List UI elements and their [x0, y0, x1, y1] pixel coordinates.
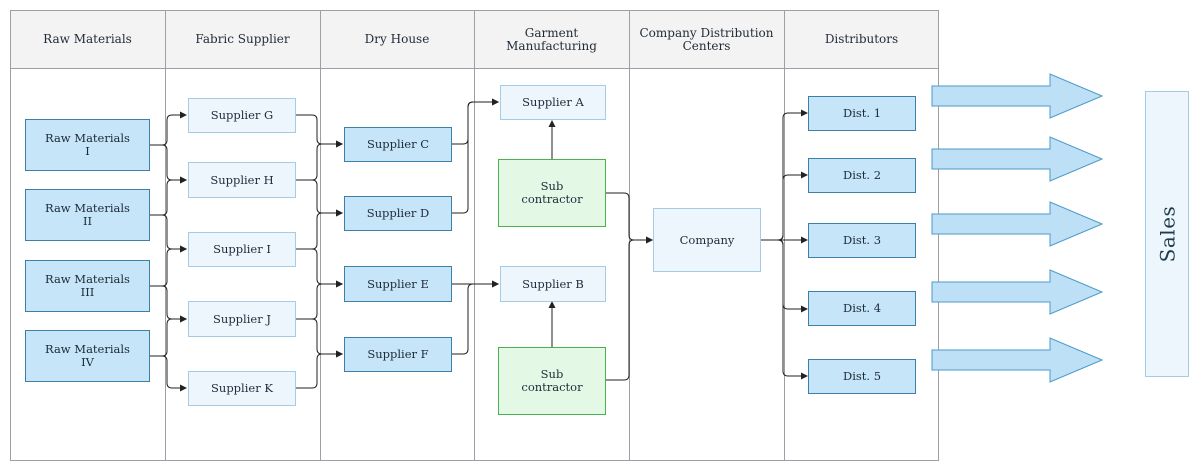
- raw-materials-numeral: III: [80, 285, 95, 299]
- company-box[interactable]: Company: [653, 208, 761, 272]
- fabric-supplier-box[interactable]: Supplier K: [188, 371, 296, 406]
- connector: [452, 98, 499, 145]
- subcontractor-label: contractor: [521, 380, 583, 394]
- garment-supplier-box[interactable]: Supplier A: [500, 85, 606, 120]
- connector: [296, 114, 343, 148]
- column-header-fabric-supplier: Fabric Supplier: [195, 32, 290, 46]
- connector: [296, 350, 343, 389]
- subcontractor-label: contractor: [521, 192, 583, 206]
- connector: [150, 176, 187, 216]
- connector: [452, 98, 499, 214]
- connector: [296, 280, 343, 320]
- raw-materials-numeral: I: [85, 144, 90, 158]
- column-header-garment-manufacturing: Garment Manufacturing: [506, 25, 597, 53]
- connector: [150, 355, 187, 392]
- raw-materials-numeral: II: [82, 214, 93, 228]
- raw-materials-label: Raw Materials: [45, 272, 130, 286]
- column-divider: [320, 10, 321, 461]
- distributor-box[interactable]: Dist. 5: [808, 359, 916, 394]
- distributor-box[interactable]: Dist. 3: [808, 223, 916, 258]
- raw-materials-label: Raw Materials: [45, 131, 130, 145]
- column-divider: [474, 10, 475, 461]
- connector: [150, 285, 187, 323]
- sales-box[interactable]: Sales: [1145, 91, 1189, 377]
- distributor-box[interactable]: Dist. 4: [808, 291, 916, 326]
- dry-house-box[interactable]: Supplier C: [344, 127, 452, 162]
- column-header-dry-house: Dry House: [364, 32, 430, 46]
- connector: [296, 140, 343, 181]
- big-arrow-icon: [931, 73, 1104, 119]
- fabric-supplier-box[interactable]: Supplier G: [188, 98, 296, 133]
- connector: [150, 144, 187, 184]
- connector: [150, 214, 187, 253]
- dry-house-box[interactable]: Supplier F: [344, 337, 452, 372]
- big-arrow-icon: [931, 201, 1104, 247]
- distributor-box[interactable]: Dist. 1: [808, 96, 916, 131]
- fabric-supplier-box[interactable]: Supplier J: [188, 301, 296, 337]
- connector: [296, 318, 343, 358]
- connector: [606, 236, 653, 381]
- dry-house-box[interactable]: Supplier E: [344, 266, 452, 302]
- connector: [150, 245, 187, 287]
- connector: [150, 111, 187, 146]
- raw-materials-label: Raw Materials: [45, 201, 130, 215]
- subcontractor-label: Sub: [540, 367, 564, 381]
- fabric-supplier-box[interactable]: Supplier H: [188, 162, 296, 198]
- connector: [761, 239, 808, 380]
- big-arrow-icon: [931, 337, 1104, 383]
- column-header-distributors: Distributors: [824, 32, 899, 46]
- connector: [606, 192, 653, 244]
- connector: [452, 280, 499, 355]
- connector: [761, 239, 808, 313]
- subcontractor-label: Sub: [540, 179, 564, 193]
- distributor-box[interactable]: Dist. 2: [808, 158, 916, 193]
- fabric-supplier-box[interactable]: Supplier I: [188, 232, 296, 267]
- raw-materials-numeral: IV: [81, 355, 94, 369]
- dry-house-box[interactable]: Supplier D: [344, 196, 452, 231]
- big-arrow-icon: [931, 136, 1104, 182]
- column-header-raw-materials: Raw Materials: [43, 32, 132, 46]
- connector: [761, 171, 808, 241]
- column-divider: [165, 10, 166, 461]
- connector: [296, 248, 343, 288]
- connector: [296, 179, 343, 217]
- garment-supplier-box[interactable]: Supplier B: [500, 266, 606, 302]
- connector: [150, 315, 187, 357]
- column-header-company-distribution-centers: Company Distribution Centers: [639, 25, 774, 53]
- column-divider: [784, 10, 785, 461]
- big-arrow-icon: [931, 269, 1104, 315]
- raw-materials-label: Raw Materials: [45, 342, 130, 356]
- connector: [296, 209, 343, 250]
- sales-label: Sales: [1155, 205, 1179, 263]
